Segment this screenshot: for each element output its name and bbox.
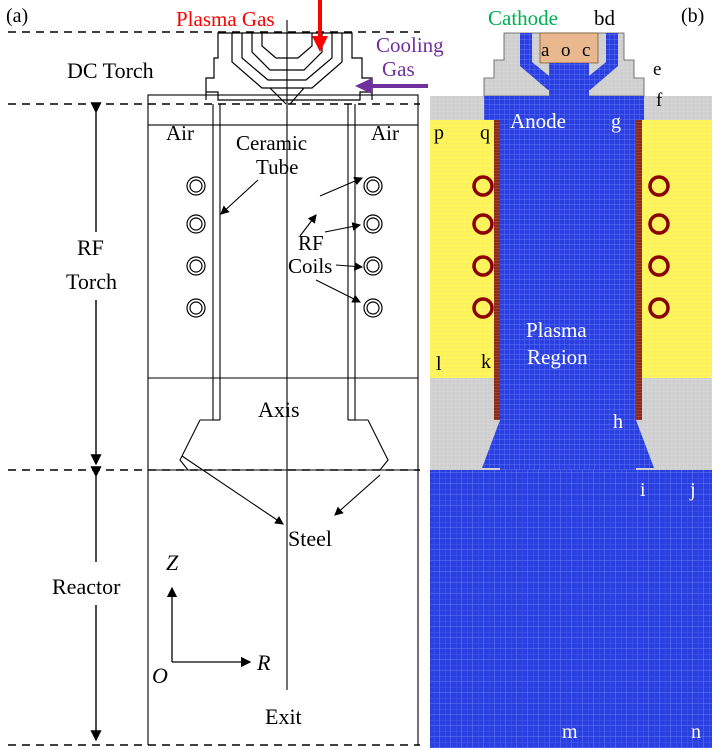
point-g-label: g <box>611 111 621 133</box>
point-o-label: o <box>561 40 571 61</box>
air-left-label: Air <box>166 121 194 145</box>
rf-coils-left <box>186 176 206 318</box>
tube-wall-left <box>494 120 500 420</box>
rf-coil-rings-right <box>648 175 670 319</box>
panel-b-label: (b) <box>681 5 704 27</box>
dashed-reference-lines <box>8 31 420 746</box>
z-axis-label: Z <box>166 550 179 575</box>
point-bd-label: bd <box>594 6 616 30</box>
plasma-mesh <box>500 100 636 470</box>
ceramic-tube-label-line1: Ceramic <box>236 131 307 155</box>
point-l-label: l <box>436 353 442 375</box>
dc-torch-head <box>205 32 373 105</box>
coordinate-axes <box>166 586 252 668</box>
plasma-gas-label: Plasma Gas <box>176 7 275 31</box>
air-right-label: Air <box>371 121 399 145</box>
point-n-label: n <box>691 721 701 743</box>
plasma-region-label-line1: Plasma <box>526 318 587 342</box>
exit-label: Exit <box>265 704 302 729</box>
ceramic-tube-label-line2: Tube <box>256 155 298 179</box>
air-left-region <box>430 120 494 378</box>
panel-b: (b) <box>430 5 712 748</box>
point-q-label: q <box>480 122 490 144</box>
point-m-label: m <box>562 721 578 743</box>
anode-label: Anode <box>510 109 566 133</box>
cooling-gas-label-line2: Gas <box>382 57 415 81</box>
air-right-region <box>641 120 712 378</box>
rf-torch-label-line2: Torch <box>66 269 117 294</box>
leader-arrows <box>181 176 381 525</box>
dc-torch-solid <box>483 32 645 120</box>
point-h-label: h <box>613 411 623 433</box>
point-i-label: i <box>640 479 646 501</box>
cooling-gas-arrow <box>355 78 428 94</box>
point-k-label: k <box>481 351 491 373</box>
axis-label: Axis <box>258 397 300 422</box>
plasma-region-label-line2: Region <box>527 345 588 369</box>
point-p-label: p <box>434 122 444 144</box>
torch-outline <box>147 94 419 745</box>
dc-torch-label: DC Torch <box>67 58 154 83</box>
rf-coils-label-line2: Coils <box>288 254 332 278</box>
cathode-label: Cathode <box>488 6 558 30</box>
panel-a: (a) <box>6 0 444 746</box>
point-c-label: c <box>582 40 590 61</box>
r-axis-label: R <box>256 650 271 675</box>
point-a-label: a <box>541 40 550 61</box>
cone-mesh <box>482 420 654 468</box>
rf-coils-right <box>363 176 383 318</box>
point-e-label: e <box>653 59 661 80</box>
rf-coils-label-line1: RF <box>298 231 324 255</box>
cooling-gas-label-line1: Cooling <box>376 33 444 57</box>
steel-label: Steel <box>288 526 332 551</box>
origin-label: O <box>152 663 168 688</box>
point-j-label: j <box>689 479 696 501</box>
tube-wall-right <box>636 120 642 420</box>
plasma-gas-arrow <box>312 0 328 52</box>
reactor-mesh <box>430 468 712 748</box>
reactor-label: Reactor <box>52 574 121 599</box>
rf-coil-rings-left <box>472 175 494 319</box>
rf-torch-label-line1: RF <box>77 235 104 260</box>
panel-a-label: (a) <box>6 5 28 27</box>
point-f-label: f <box>656 90 663 111</box>
